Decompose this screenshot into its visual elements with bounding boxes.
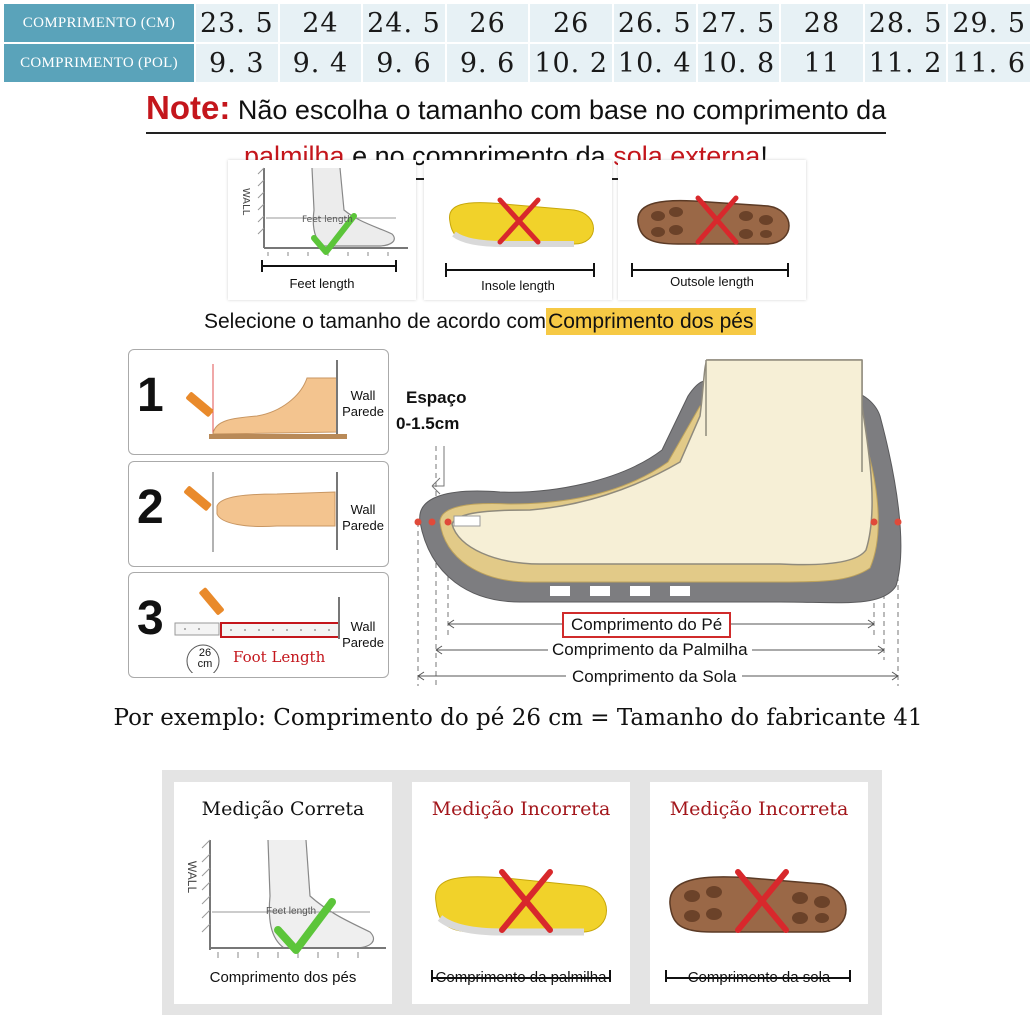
- card-correct: Medição Correta WALL Feet length Comprim…: [174, 782, 392, 1004]
- card-title: Medição Incorreta: [669, 798, 849, 820]
- select-text: Selecione o tamanho de acordo com: [204, 310, 547, 333]
- note-line-1: Note: Não escolha o tamanho com base no …: [146, 86, 887, 134]
- feet-length-tag: Feet length: [266, 906, 317, 917]
- wall-text: Wall: [350, 502, 376, 517]
- size-cell: 11. 6: [947, 43, 1032, 82]
- card-caption: Comprimento dos pés: [209, 969, 357, 986]
- size-row-cm: COMPRIMENTO (CM) 23. 5 24 24. 5 26 26 26…: [4, 4, 1032, 44]
- card-incorrect-sole: Medição Incorreta Comprimento da sola: [650, 782, 868, 1004]
- caption-feet-length: Feet length: [289, 276, 355, 291]
- panel-outsole-length: Outsole length: [618, 160, 806, 300]
- size-row-pol: COMPRIMENTO (POL) 9. 3 9. 4 9. 6 9. 6 10…: [4, 43, 1032, 82]
- card-caption: Comprimento da palmilha: [435, 969, 607, 986]
- caption-outsole-length: Outsole length: [670, 274, 754, 289]
- outsole-illustration: [631, 195, 790, 277]
- wall-text: Wall: [350, 388, 376, 403]
- outsole-illustration: [665, 869, 851, 982]
- caption-insole-length: Insole length: [481, 278, 555, 293]
- card-caption: Comprimento da sola: [687, 969, 831, 986]
- size-cell: 26: [445, 4, 531, 44]
- size-cell: 10. 4: [612, 43, 698, 82]
- select-instruction: Selecione o tamanho de acordo comComprim…: [204, 308, 756, 335]
- select-highlight: Comprimento dos pés: [546, 308, 756, 335]
- size-cell: 26. 5: [612, 4, 698, 44]
- size-cell: 29. 5: [947, 4, 1032, 44]
- panel-feet-length: WALL Feet length Feet length: [228, 160, 416, 300]
- note-end: !: [760, 141, 768, 171]
- cm-value: 26: [198, 647, 212, 659]
- foot-length-box: Comprimento do Pé: [562, 612, 732, 638]
- parede-text: Parede: [342, 404, 384, 419]
- size-cell: 24. 5: [362, 4, 447, 44]
- foot-wall-illustration: [257, 167, 408, 272]
- step-1-illustration: [186, 360, 347, 439]
- card-title: Medição Correta: [201, 798, 365, 820]
- size-cell: 26: [529, 4, 614, 44]
- parede-text: Parede: [342, 635, 384, 650]
- correct-foot-illustration: [201, 839, 386, 958]
- size-cell: 28: [780, 4, 865, 44]
- row-header-cm: COMPRIMENTO (CM): [4, 4, 196, 44]
- insole-illustration: [445, 197, 595, 277]
- wall-text: WALL: [240, 187, 252, 216]
- size-cell: 23. 5: [195, 4, 280, 44]
- step-number: 1: [137, 369, 164, 422]
- size-table: COMPRIMENTO (CM) 23. 5 24 24. 5 26 26 26…: [4, 4, 1032, 82]
- size-cell: 27. 5: [696, 4, 782, 44]
- example-text: Por exemplo: Comprimento do pé 26 cm = T…: [113, 705, 923, 731]
- space-label: Espaço: [406, 388, 467, 407]
- wall-text: WALL: [185, 860, 200, 894]
- size-cell: 10. 8: [696, 43, 782, 82]
- size-cell: 9. 6: [362, 43, 447, 82]
- size-cell: 11. 2: [863, 43, 949, 82]
- wall-text: Wall: [350, 619, 376, 634]
- parede-text: Parede: [342, 518, 384, 533]
- note-prefix: Note:: [146, 89, 231, 126]
- sole-length-label: Comprimento da Sola: [566, 667, 743, 687]
- panel-insole-length: Insole length: [424, 160, 612, 300]
- foot-length-label: Foot Length: [233, 648, 326, 666]
- size-cell: 10. 2: [529, 43, 614, 82]
- step-number: 2: [137, 481, 164, 534]
- cm-unit: cm: [197, 658, 213, 670]
- space-value: 0-1.5cm: [396, 414, 460, 433]
- size-cell: 9. 4: [278, 43, 364, 82]
- size-cell: 9. 6: [445, 43, 531, 82]
- step-2-illustration: [184, 472, 338, 552]
- insole-illustration: [431, 869, 611, 982]
- size-cell: 9. 3: [195, 43, 280, 82]
- size-cell: 11: [780, 43, 865, 82]
- note-text: Não escolha o tamanho com base no compri…: [237, 95, 887, 125]
- insole-length-label: Comprimento da Palmilha: [548, 640, 752, 660]
- feet-length-tag: Feet length: [302, 215, 353, 225]
- step-3-illustration: [174, 587, 340, 673]
- shoe-diagram: [414, 359, 902, 686]
- step-number: 3: [137, 592, 164, 645]
- measurement-comparison: Medição Correta WALL Feet length Comprim…: [162, 770, 882, 1015]
- card-title: Medição Incorreta: [431, 798, 611, 820]
- size-cell: 28. 5: [863, 4, 949, 44]
- card-incorrect-insole: Medição Incorreta Comprimento da palmilh…: [412, 782, 630, 1004]
- row-header-pol: COMPRIMENTO (POL): [4, 43, 196, 82]
- size-cell: 24: [278, 4, 364, 44]
